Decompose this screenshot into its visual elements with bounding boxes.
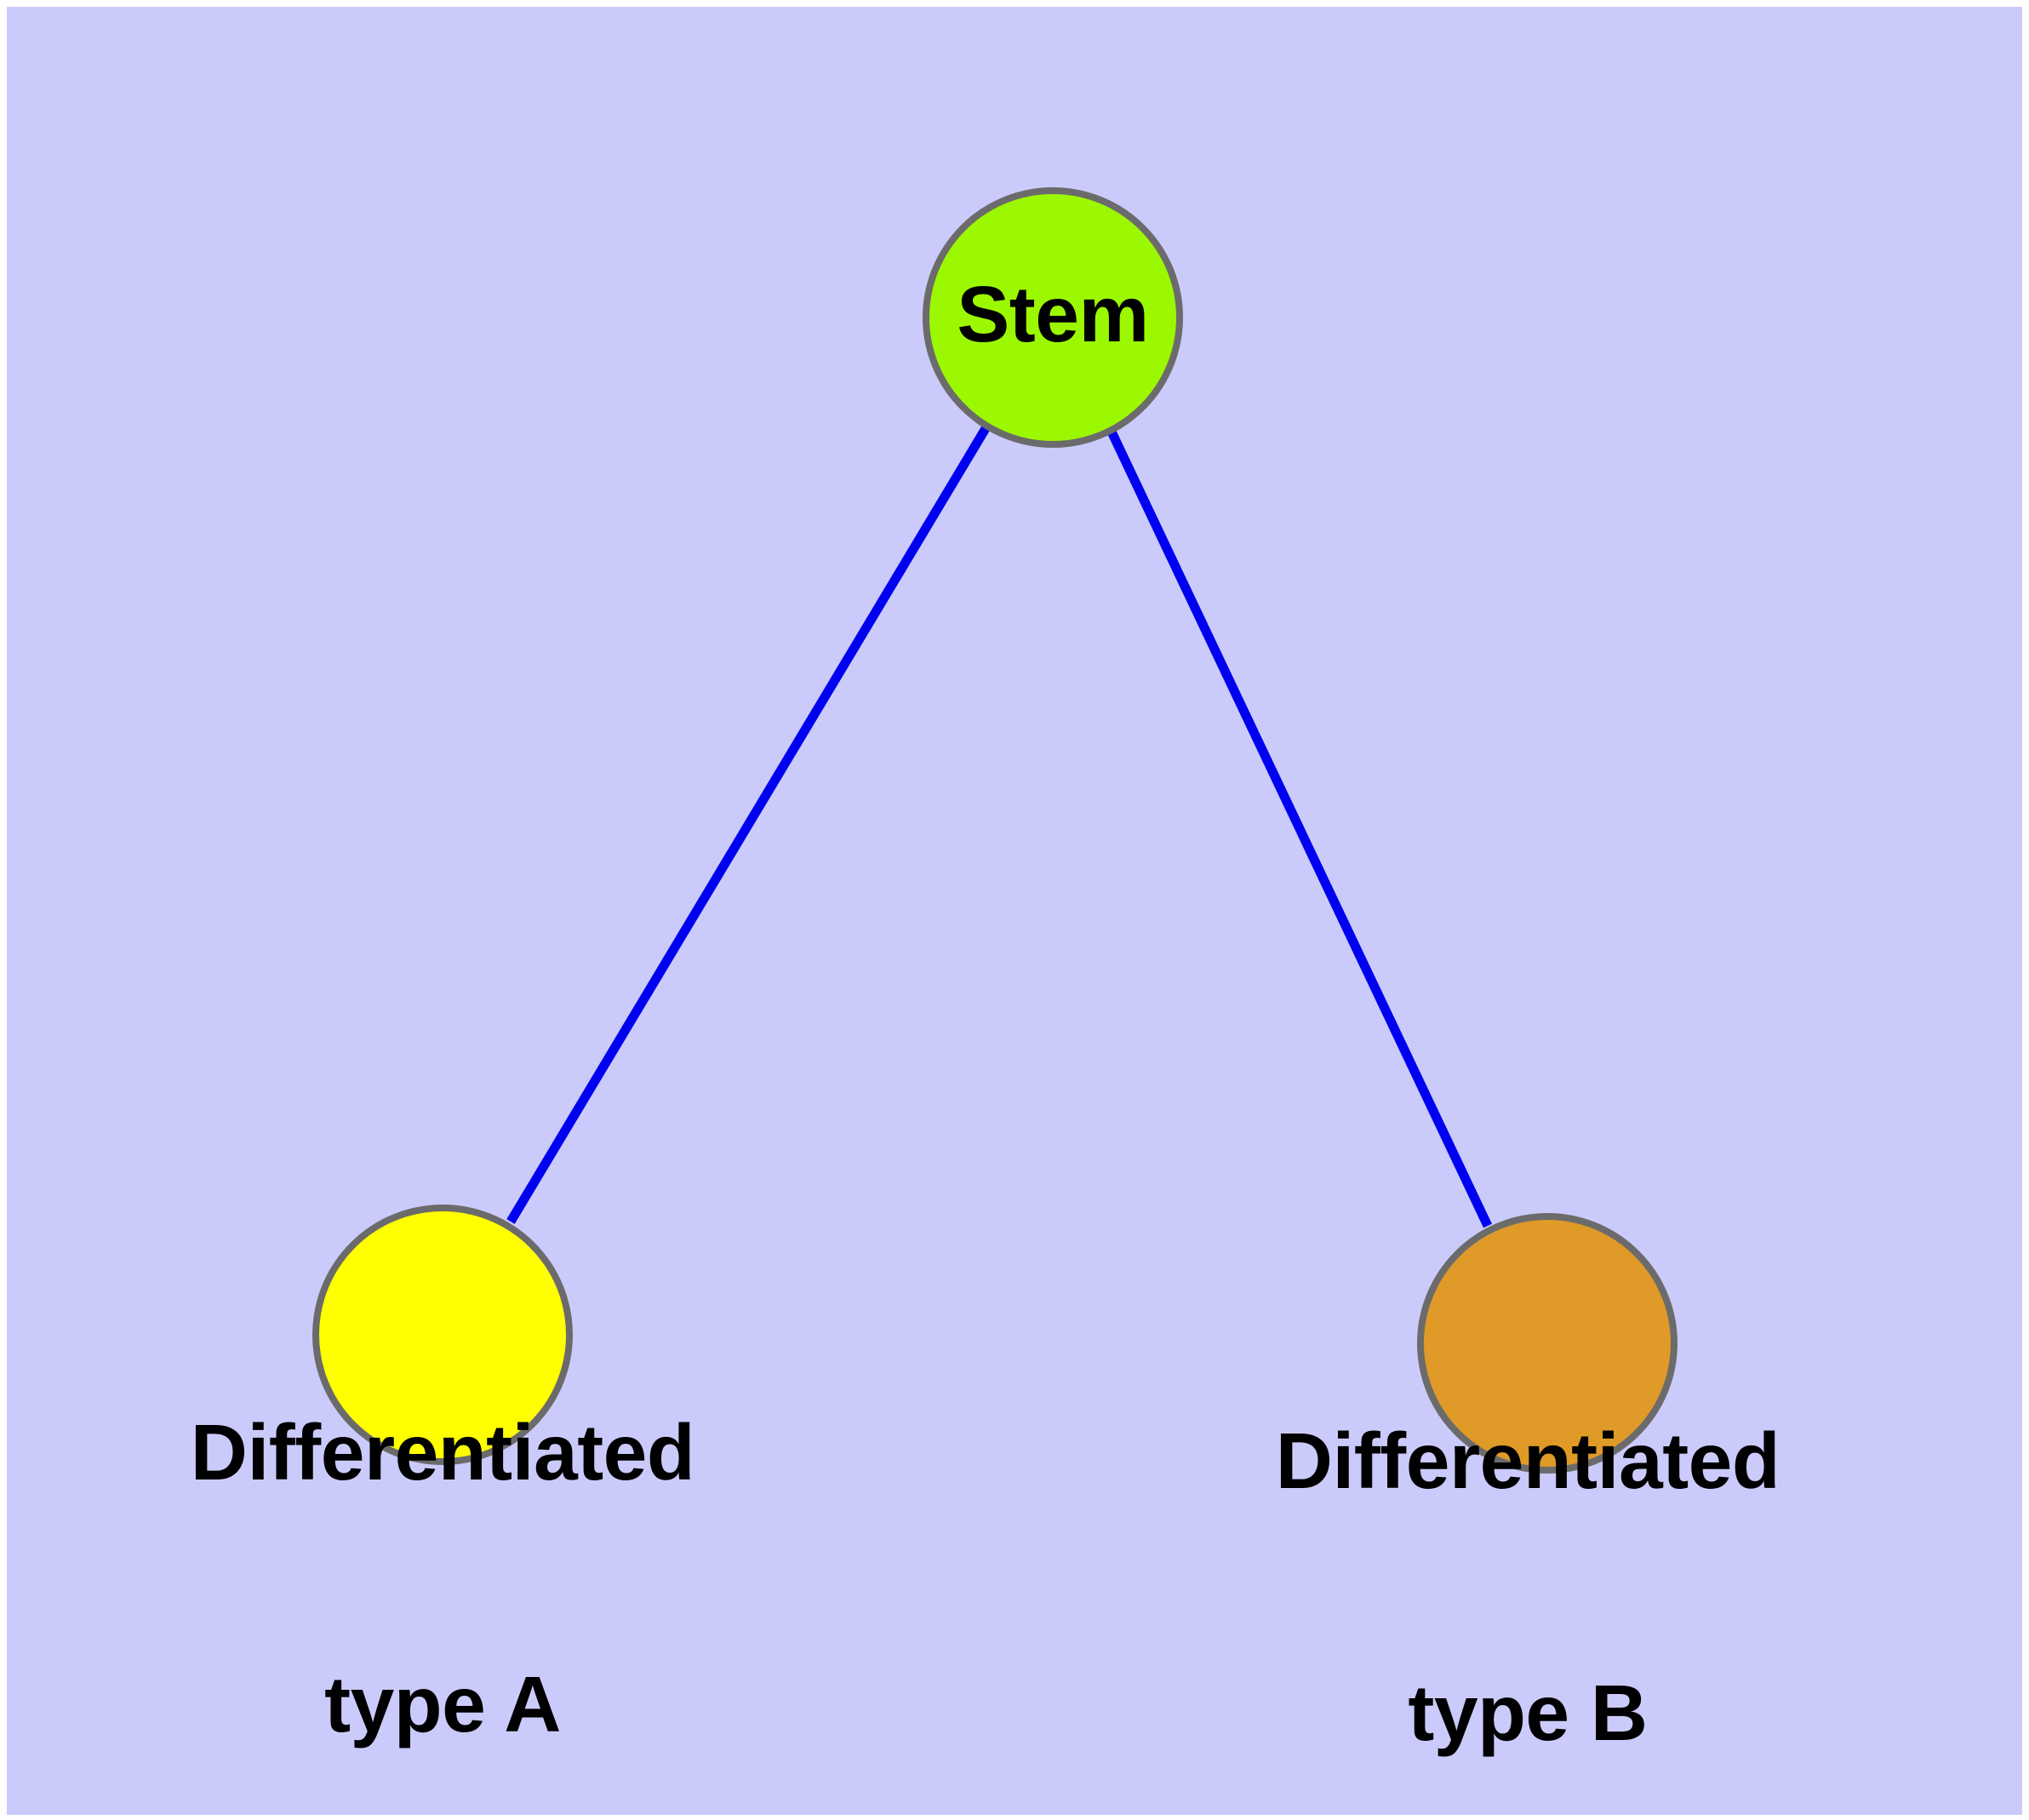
edge-layer [506, 423, 1492, 1228]
edge-stem-to-type-a[interactable] [506, 423, 992, 1224]
node-differentiated-type-b[interactable] [1417, 1213, 1677, 1474]
edge-stem-to-type-b[interactable] [1106, 427, 1492, 1228]
node-layer [312, 187, 1677, 1474]
node-stem[interactable] [923, 187, 1183, 448]
node-differentiated-type-a[interactable] [312, 1205, 573, 1465]
